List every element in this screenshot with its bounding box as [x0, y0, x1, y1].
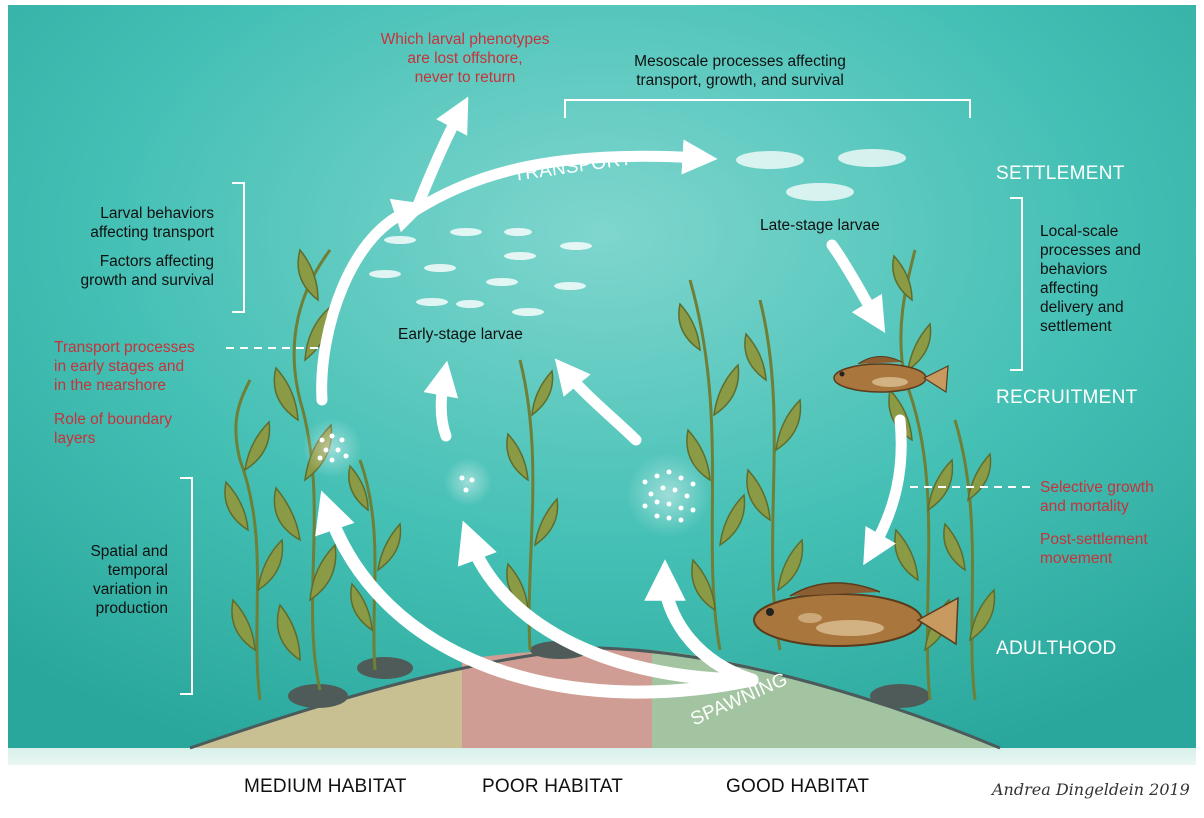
spatial-variation-line-3: variation in — [40, 580, 168, 599]
larval-behaviors-line-2: affecting transport — [40, 223, 214, 242]
settlement-stage-label: SETTLEMENT — [996, 164, 1125, 183]
larval-behaviors-label: Larval behaviors affecting transport — [40, 204, 214, 242]
arrow-poor-to-larvae — [441, 378, 446, 436]
egg-glow-good — [626, 453, 710, 537]
lost-offshore-line-3: never to return — [340, 68, 590, 87]
poor-habitat-label: POOR HABITAT — [482, 776, 623, 798]
egg-glow-medium — [302, 418, 362, 478]
transport-processes-line-3: in the nearshore — [54, 376, 195, 395]
lost-offshore-line-1: Which larval phenotypes — [340, 30, 590, 49]
boundary-layers-label: Role of boundary layers — [54, 410, 172, 448]
egg-glow-poor — [444, 458, 492, 506]
local-scale-line-5: delivery and — [1040, 298, 1141, 317]
recruitment-stage-label: RECRUITMENT — [996, 388, 1138, 407]
local-scale-label: Local-scale processes and behaviors affe… — [1040, 222, 1141, 336]
boundary-layers-line-2: layers — [54, 429, 172, 448]
spatial-variation-line-1: Spatial and — [40, 542, 168, 561]
artist-signature: Andrea Dingeldein 2019 — [992, 780, 1190, 799]
post-settlement-line-2: movement — [1040, 549, 1148, 568]
spatial-variation-label: Spatial and temporal variation in produc… — [40, 542, 168, 618]
local-scale-line-1: Local-scale — [1040, 222, 1141, 241]
selective-growth-label: Selective growth and mortality — [1040, 478, 1154, 516]
local-scale-line-3: behaviors — [1040, 260, 1141, 279]
mesoscale-line-1: Mesoscale processes affecting — [590, 52, 890, 71]
late-larvae-label: Late-stage larvae — [760, 216, 880, 235]
spatial-variation-line-4: production — [40, 599, 168, 618]
good-habitat-label: GOOD HABITAT — [726, 776, 869, 798]
early-larvae-label: Early-stage larvae — [398, 325, 523, 344]
growth-factors-line-2: growth and survival — [40, 271, 214, 290]
selective-growth-line-2: and mortality — [1040, 497, 1154, 516]
transport-processes-line-2: in early stages and — [54, 357, 195, 376]
growth-factors-line-1: Factors affecting — [40, 252, 214, 271]
lost-offshore-label: Which larval phenotypes are lost offshor… — [340, 30, 590, 87]
lost-offshore-line-2: are lost offshore, — [340, 49, 590, 68]
mesoscale-label: Mesoscale processes affecting transport,… — [590, 52, 890, 90]
mesoscale-line-2: transport, growth, and survival — [590, 71, 890, 90]
larval-behaviors-line-1: Larval behaviors — [40, 204, 214, 223]
post-settlement-label: Post-settlement movement — [1040, 530, 1148, 568]
selective-growth-line-1: Selective growth — [1040, 478, 1154, 497]
growth-factors-label: Factors affecting growth and survival — [40, 252, 214, 290]
transport-processes-line-1: Transport processes — [54, 338, 195, 357]
medium-habitat-label: MEDIUM HABITAT — [244, 776, 407, 798]
local-scale-line-2: processes and — [1040, 241, 1141, 260]
local-scale-line-4: affecting — [1040, 279, 1141, 298]
transport-processes-label: Transport processes in early stages and … — [54, 338, 195, 395]
boundary-layers-line-1: Role of boundary — [54, 410, 172, 429]
sea-floor — [8, 748, 1196, 765]
adulthood-stage-label: ADULTHOOD — [996, 639, 1117, 658]
spatial-variation-line-2: temporal — [40, 561, 168, 580]
local-scale-line-6: settlement — [1040, 317, 1141, 336]
post-settlement-line-1: Post-settlement — [1040, 530, 1148, 549]
